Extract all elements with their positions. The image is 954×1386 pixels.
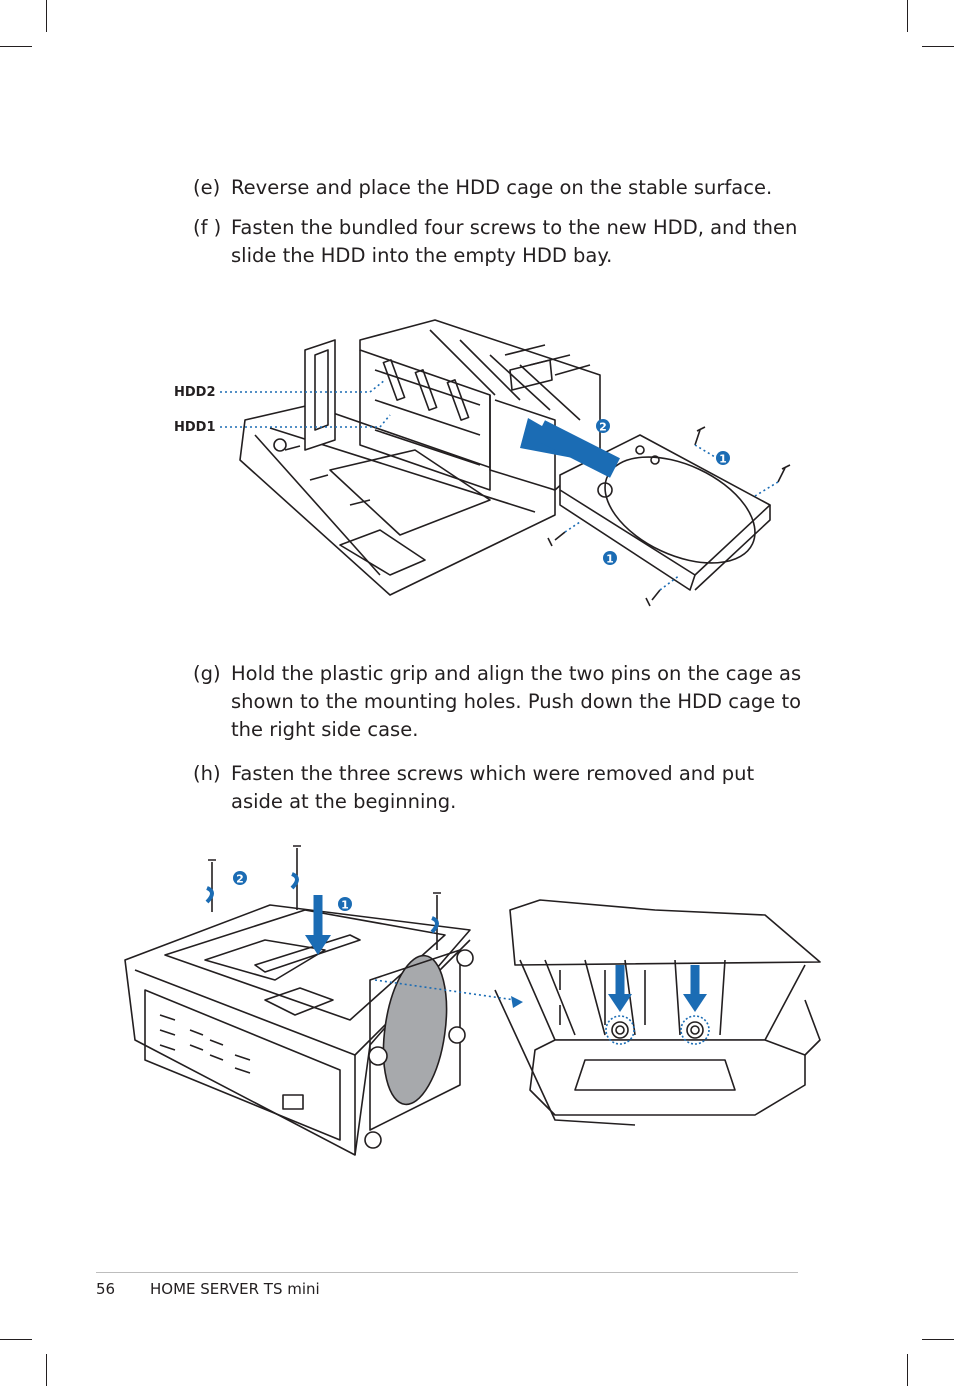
marker-2-label: 2 xyxy=(599,421,607,434)
footer-title: HOME SERVER TS mini xyxy=(150,1280,320,1298)
hdd2-callout: HDD2 xyxy=(174,385,216,400)
step-text: Fasten the three screws which were remov… xyxy=(231,762,755,813)
marker-1-badge xyxy=(716,451,730,465)
crop-mark xyxy=(46,1354,47,1386)
crop-mark xyxy=(922,46,954,47)
step-label: (g) xyxy=(193,662,221,685)
marker-1-badge xyxy=(603,551,617,565)
footer-rule xyxy=(96,1272,798,1273)
step-label: (f ) xyxy=(193,216,222,239)
marker-2-badge xyxy=(596,419,610,433)
case-install-illustration: 2 1 xyxy=(124,845,821,1156)
crop-mark xyxy=(46,0,47,32)
step-text: Reverse and place the HDD cage on the st… xyxy=(231,176,773,199)
step-label: (e) xyxy=(193,176,221,199)
crop-mark xyxy=(907,0,908,32)
step-label: (h) xyxy=(193,762,221,785)
marker-1-label: 1 xyxy=(341,899,349,912)
page-number: 56 xyxy=(96,1280,116,1298)
hdd-cage-illustration: HDD2 HDD1 2 1 1 xyxy=(174,319,791,607)
marker-2-badge xyxy=(233,871,247,885)
step-text: Fasten the bundled four screws to the ne… xyxy=(231,216,798,267)
step-text: Hold the plastic grip and align the two … xyxy=(231,662,802,741)
marker-1-label: 1 xyxy=(606,553,614,566)
marker-2-label: 2 xyxy=(236,873,244,886)
crop-mark xyxy=(922,1339,954,1340)
crop-mark xyxy=(0,46,32,47)
crop-mark xyxy=(0,1339,32,1340)
hdd1-callout: HDD1 xyxy=(174,420,216,435)
marker-1-badge xyxy=(338,897,352,911)
crop-mark xyxy=(907,1354,908,1386)
marker-1-label: 1 xyxy=(719,453,727,466)
